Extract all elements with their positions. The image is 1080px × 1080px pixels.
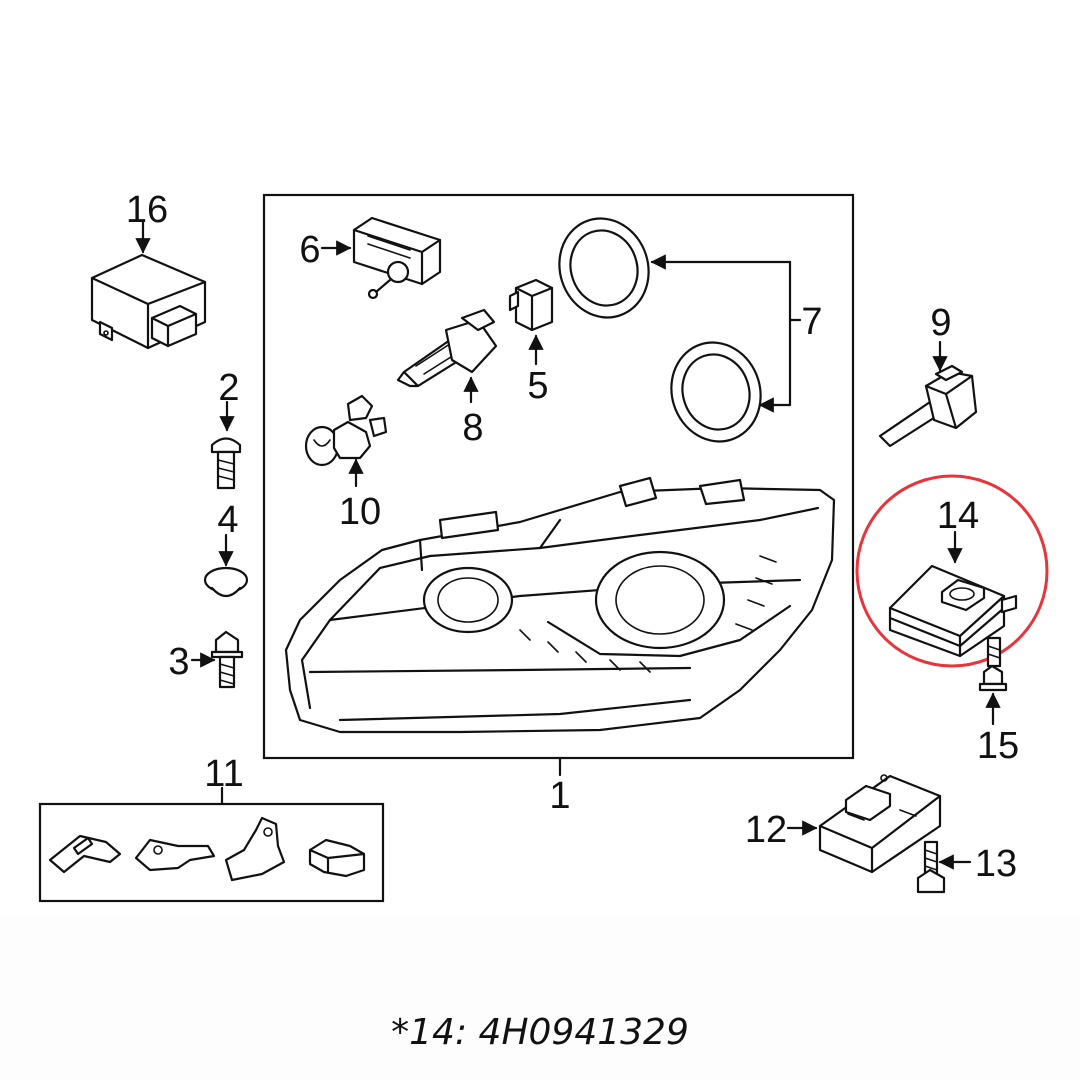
headlamp-housing-part-1 <box>284 476 836 734</box>
plug-part-4 <box>203 566 249 598</box>
callout-5: 5 <box>527 365 548 407</box>
callout-8: 8 <box>462 407 483 449</box>
callout-14: 14 <box>937 495 979 537</box>
callout-1: 1 <box>549 775 570 817</box>
part-number-caption: *14: 4H0941329 <box>391 1012 689 1053</box>
callout-11: 11 <box>204 753 243 795</box>
bottom-band <box>0 915 1080 1080</box>
callout-9: 9 <box>930 302 951 344</box>
halogen-bulb-part-8 <box>396 308 498 388</box>
small-bulb-part-10 <box>304 394 388 467</box>
control-unit-part-12 <box>818 774 942 874</box>
callout-16: 16 <box>126 189 168 231</box>
bolt-part-15 <box>978 636 1008 692</box>
control-module-part-16 <box>90 253 207 350</box>
callout-12: 12 <box>745 809 787 851</box>
callout-6: 6 <box>299 229 320 271</box>
kit-frame <box>38 802 385 903</box>
screw-part-2 <box>210 437 242 490</box>
bolt-part-13 <box>916 840 946 894</box>
callout-15: 15 <box>977 725 1019 767</box>
clip-kit-part-11 <box>48 816 366 882</box>
callout-10: 10 <box>339 491 381 533</box>
bulb-holder-part-5 <box>508 278 554 332</box>
callout-2: 2 <box>218 367 239 409</box>
seal-rings-part-7 <box>558 217 762 443</box>
highlight-circle <box>855 474 1049 668</box>
bolt-part-3 <box>210 630 244 689</box>
xenon-bulb-part-9 <box>878 364 978 448</box>
assembly-frame <box>262 193 855 760</box>
callout-7: 7 <box>801 301 822 343</box>
callout-4: 4 <box>217 499 238 541</box>
ballast-part-14 <box>888 564 1018 658</box>
actuator-part-6 <box>352 216 442 300</box>
callout-13: 13 <box>975 843 1017 885</box>
callout-3: 3 <box>168 641 189 683</box>
